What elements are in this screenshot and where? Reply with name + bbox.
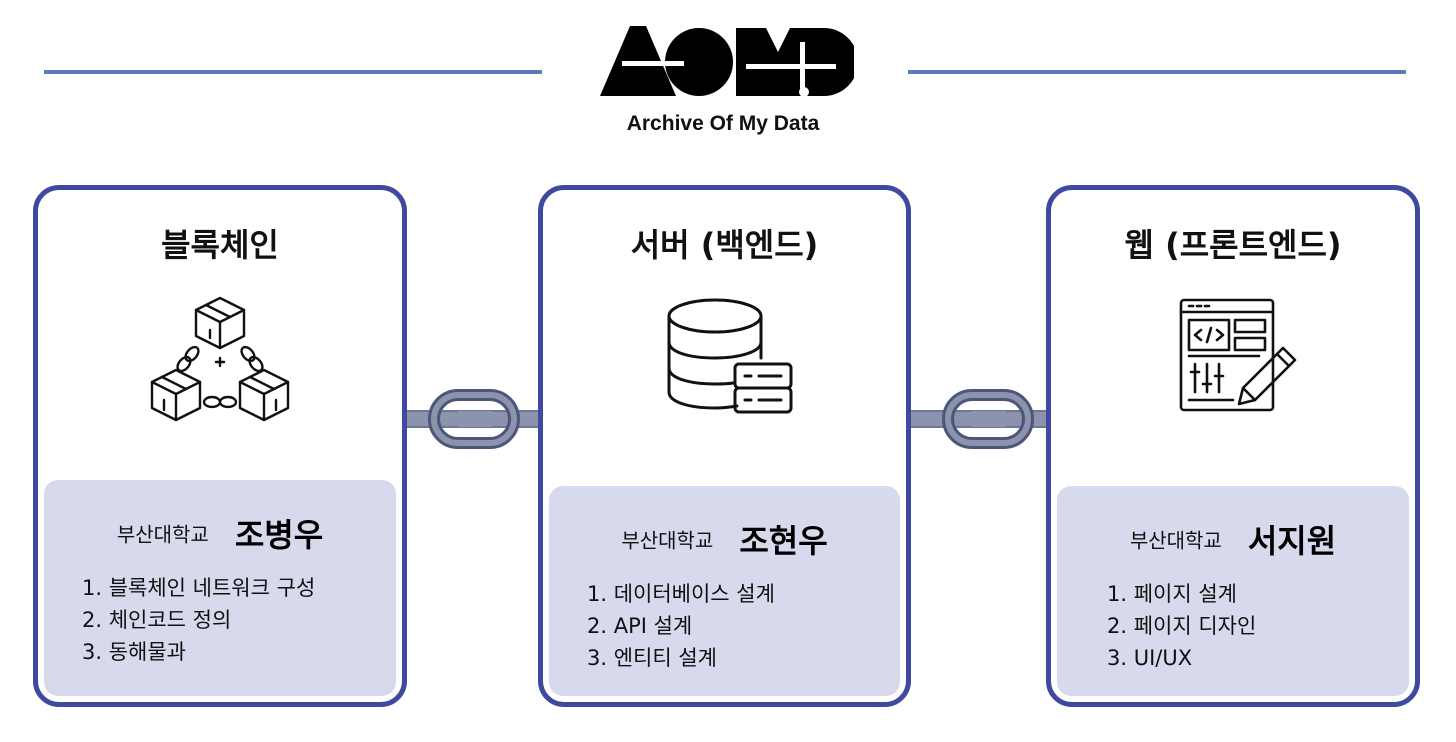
card-title: 블록체인 — [161, 226, 279, 264]
chain-link-icon — [899, 389, 1077, 449]
task-item: 1. 페이지 설계 — [1107, 582, 1237, 606]
member: 부산대학교 조현우 — [549, 516, 900, 562]
database-server-icon — [667, 298, 792, 414]
chain-link-icon — [385, 389, 563, 449]
task-item: 1. 데이터베이스 설계 — [587, 582, 775, 606]
task-item: 2. 체인코드 정의 — [82, 608, 232, 632]
task-list: 1. 블록체인 네트워크 구성 2. 체인코드 정의 3. 동해물과 — [82, 572, 315, 668]
university-label: 부산대학교 — [116, 522, 209, 547]
card-title: 서버 (백엔드) — [630, 226, 819, 264]
task-item: 2. API 설계 — [587, 614, 693, 638]
university-label: 부산대학교 — [621, 528, 714, 553]
card-title: 웹 (프론트엔드) — [1124, 226, 1342, 264]
header-divider-left — [44, 70, 542, 74]
member: 부산대학교 조병우 — [44, 510, 396, 556]
university-label: 부산대학교 — [1129, 528, 1222, 553]
task-item: 3. 엔티티 설계 — [587, 646, 717, 670]
task-list: 1. 데이터베이스 설계 2. API 설계 3. 엔티티 설계 — [587, 578, 775, 674]
card-web: 웹 (프론트엔드) 부산대학교 서지원 1. 페이지 설계 2. 페이지 디자인 … — [1046, 185, 1420, 707]
aomd-logo — [600, 26, 854, 97]
task-item: 3. UI/UX — [1107, 646, 1193, 670]
web-design-icon — [1179, 298, 1297, 412]
member-info-panel: 부산대학교 서지원 1. 페이지 설계 2. 페이지 디자인 3. UI/UX — [1057, 486, 1409, 696]
task-item: 3. 동해물과 — [82, 640, 186, 664]
card-blockchain: 블록체인 부산대학교 조병우 1. 블록체인 네트워크 구성 2. 체인코드 정의… — [33, 185, 407, 707]
member: 부산대학교 서지원 — [1057, 516, 1409, 562]
member-name: 서지원 — [1247, 522, 1337, 560]
task-item: 1. 블록체인 네트워크 구성 — [82, 576, 316, 600]
blockchain-icon — [150, 296, 290, 422]
member-info-panel: 부산대학교 조현우 1. 데이터베이스 설계 2. API 설계 3. 엔티티 설… — [549, 486, 900, 696]
task-list: 1. 페이지 설계 2. 페이지 디자인 3. UI/UX — [1107, 578, 1256, 674]
member-info-panel: 부산대학교 조병우 1. 블록체인 네트워크 구성 2. 체인코드 정의 3. 동… — [44, 480, 396, 696]
member-name: 조병우 — [234, 516, 324, 554]
logo-tagline: Archive Of My Data — [626, 112, 820, 135]
card-server: 서버 (백엔드) 부산대학교 조현우 1. 데이터베이스 설계 2. API 설계… — [538, 185, 911, 707]
header-divider-right — [908, 70, 1406, 74]
task-item: 2. 페이지 디자인 — [1107, 614, 1257, 638]
member-name: 조현우 — [739, 522, 828, 560]
